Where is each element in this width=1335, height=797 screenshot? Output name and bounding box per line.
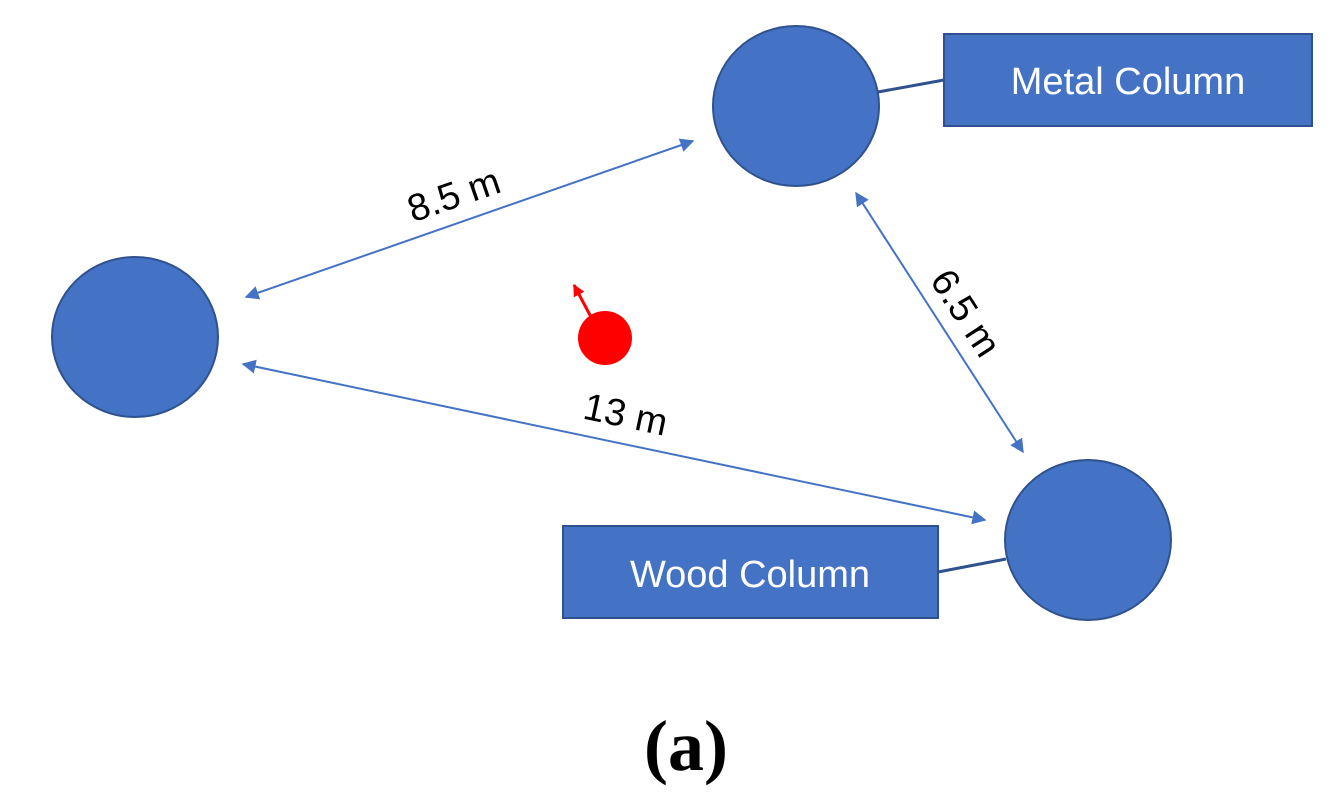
distance-arrow-right <box>855 191 1024 454</box>
distance-arrow-bottom <box>241 359 987 525</box>
distance-arrow-top <box>244 138 695 300</box>
distance-label-top: 8.5 m <box>402 160 506 231</box>
distance-label-bottom: 13 m <box>580 386 671 445</box>
wood-column-label: Wood Column <box>630 554 870 596</box>
column-left <box>51 256 219 418</box>
metal-column-box <box>943 33 1313 127</box>
robot-dot-icon <box>578 311 632 365</box>
figure-caption: (a) <box>644 706 728 786</box>
column-metal <box>712 25 880 187</box>
robot-heading-arrow <box>572 283 593 318</box>
column-wood <box>1004 459 1172 621</box>
wood-connector-line <box>937 557 1007 574</box>
metal-column-label: Metal Column <box>1011 61 1245 103</box>
metal-connector-line <box>877 78 945 94</box>
wood-column-box <box>562 525 939 619</box>
